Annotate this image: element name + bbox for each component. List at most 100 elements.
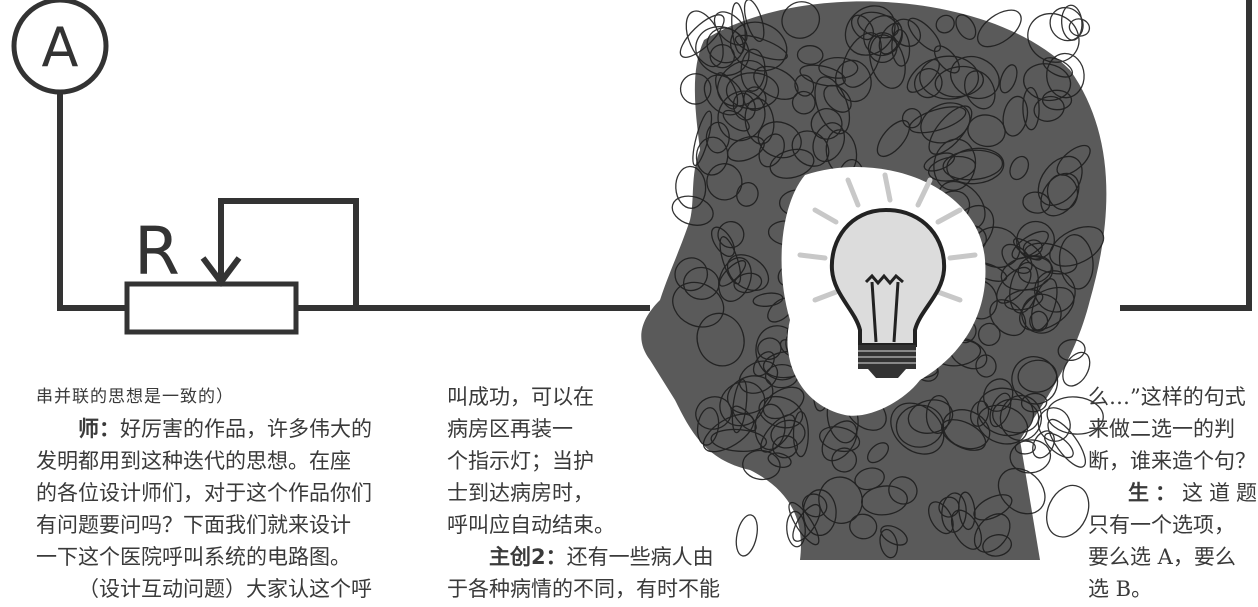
- scribble-loop: [802, 493, 828, 518]
- scribble-loop: [950, 55, 1000, 100]
- speaker-label: 生：: [1128, 481, 1182, 505]
- scribble-loop: [1027, 12, 1080, 63]
- scribble-loop: [866, 442, 890, 464]
- scribble-loop: [867, 32, 898, 64]
- scribble-loop: [685, 10, 724, 68]
- paragraph-line: 串并联的思想是一致的）: [36, 387, 234, 407]
- scribble-loop: [736, 181, 759, 207]
- scribble-loop: [671, 195, 714, 226]
- scribble-loop: [880, 525, 908, 546]
- scribble-loop: [786, 510, 806, 548]
- scribble-loop: [913, 68, 943, 99]
- scribble-loop: [791, 130, 830, 167]
- paragraph-line: 叫成功，可以在: [447, 385, 594, 409]
- scribble-loop: [738, 360, 779, 394]
- scribble-loop: [982, 534, 1013, 557]
- scribble-loop: [938, 496, 960, 518]
- scribble-loop: [713, 11, 748, 46]
- scribble-loop: [725, 72, 780, 110]
- scribble-loop: [679, 73, 712, 105]
- scribble-loop: [695, 26, 750, 77]
- paragraph-line: 师：好厉害的作品，许多伟大的: [78, 417, 372, 441]
- scribble-loop: [1037, 155, 1083, 206]
- scribble-loop: [891, 29, 911, 67]
- scribble-loop: [878, 22, 903, 55]
- scribble-loop: [844, 5, 896, 56]
- paragraph-line: 有问题要问吗？下面我们就来设计: [36, 513, 351, 537]
- scribble-loop: [901, 108, 922, 129]
- text-column-middle: 叫成功，可以在 病房区再装一 个指示灯；当护 士到达病房时， 呼叫应自动结束。 …: [447, 381, 757, 605]
- scribble-loop: [821, 420, 858, 462]
- scribble-loop: [767, 452, 792, 468]
- ammeter-label: A: [42, 16, 79, 79]
- paragraph-line: 发明都用到这种迭代的思想。在座: [36, 449, 351, 473]
- scribble-loop: [997, 467, 1046, 515]
- scribble-loop: [1049, 6, 1084, 42]
- scribble-loop: [732, 92, 756, 121]
- scribble-loop: [674, 257, 709, 292]
- scribble-loop: [1049, 226, 1105, 267]
- scribble-loop: [996, 266, 1032, 304]
- scribble-loop: [1012, 237, 1043, 261]
- scribble-loop: [879, 528, 899, 559]
- scribble-loop: [850, 14, 875, 41]
- scribble-loop: [709, 44, 736, 69]
- scribble-loop: [706, 163, 743, 201]
- scribble-loop: [744, 97, 775, 145]
- scribble-loop: [834, 59, 872, 103]
- scribble-loop: [1002, 95, 1029, 137]
- paragraph-line: 于各种病情的不同，有时不能: [447, 577, 720, 601]
- scribble-loop: [695, 136, 729, 176]
- scribble-loop: [743, 0, 765, 43]
- scribble-loop: [854, 467, 885, 491]
- paragraph-line: 士到达病房时，: [447, 481, 594, 505]
- paragraph-line: 呼叫应自动结束。: [447, 513, 615, 537]
- paragraph-line: 病房区再装一: [447, 417, 573, 441]
- ammeter-circle: [11, 0, 109, 95]
- scribble-loop: [1033, 270, 1076, 313]
- scribble-loop: [814, 76, 851, 135]
- scribble-loop: [1032, 430, 1055, 459]
- scribble-loop: [742, 449, 781, 481]
- scribble-loop: [1033, 95, 1065, 122]
- paragraph-line: 要么选 A，要么: [1088, 545, 1236, 569]
- scribble-loop: [757, 121, 802, 159]
- scribble-loop: [935, 14, 955, 34]
- resistor-label: R: [134, 213, 180, 290]
- scribble-loop: [718, 257, 752, 302]
- scribble-loop: [731, 378, 748, 434]
- speaker-label: 师：: [78, 417, 120, 441]
- scribble-loop: [1030, 278, 1058, 331]
- scribble-loop: [857, 11, 900, 39]
- scribble-loop: [933, 45, 960, 74]
- scribble-loop: [869, 34, 906, 89]
- scribble-loop: [818, 56, 859, 79]
- text-column-right: 么…”这样的句式 来做二选一的判 断，谁来造个句？ 生：这道题 只有一个选项， …: [1088, 381, 1258, 605]
- scribble-loop: [762, 386, 805, 420]
- paragraph-line: 来做二选一的判: [1088, 417, 1235, 441]
- scribble-loop: [696, 407, 720, 446]
- scribble-loop: [752, 351, 775, 377]
- scribble-loop: [772, 435, 799, 459]
- text-column-left: 串并联的思想是一致的） 师：好厉害的作品，许多伟大的 发明都用到这种迭代的思想。…: [36, 381, 416, 605]
- scribble-loop: [907, 399, 954, 434]
- scribble-loop: [1037, 407, 1071, 442]
- scribble-loop: [888, 476, 918, 505]
- scribble-loop: [792, 410, 809, 458]
- scribble-loop: [758, 133, 785, 168]
- scribble-loop: [977, 9, 1022, 48]
- scribble-loop: [907, 17, 942, 52]
- scribble-loop: [696, 312, 745, 367]
- paragraph-line: 断，谁来造个句？: [1088, 449, 1256, 473]
- scribble-loop: [1046, 52, 1085, 99]
- scribble-loop: [1057, 338, 1086, 362]
- paragraph-line: 么…”这样的句式: [1088, 385, 1246, 409]
- scribble-loop: [703, 74, 745, 116]
- scribble-loop: [792, 503, 821, 542]
- paragraph-line: 主创2：还有一些病人由: [489, 545, 714, 569]
- scribble-loop: [946, 147, 1005, 185]
- scribble-loop: [672, 281, 725, 328]
- scribble-loop: [796, 45, 824, 65]
- scribble-loop: [977, 322, 1001, 347]
- scribble-loop: [717, 90, 766, 142]
